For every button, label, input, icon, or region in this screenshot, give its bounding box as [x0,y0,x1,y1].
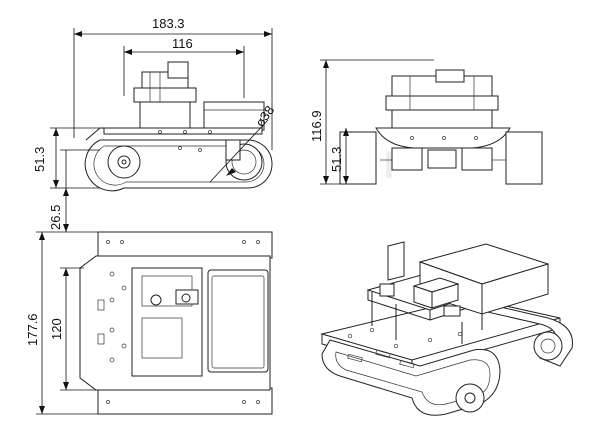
front-battery [203,101,265,131]
dim-overall-width-label: 177.6 [25,313,40,346]
dim-ground-height-side-label: 51.3 [329,147,344,172]
iso-front-wheel [455,383,485,413]
dim-overall-length-label: 183.3 [152,16,185,31]
front-view: 183.3 116 ø38 51.3 [32,16,277,232]
dim-board-length: 116 [123,36,245,98]
iso-rear-wheel [533,331,563,361]
dim-board-width-label: 120 [49,318,64,340]
dim-track-gap-label: 26.5 [48,205,63,230]
dim-ground-height-front: 51.3 [32,127,104,189]
side-connector [435,69,465,83]
isometric-view [320,241,573,416]
side-board-base [385,95,499,111]
dim-track-gap: 26.5 [48,149,100,232]
top-track-lower [97,387,273,415]
dim-overall-width: 177.6 [25,231,98,415]
front-board-base [133,87,197,103]
side-track-right [505,131,543,185]
side-motor-left [391,147,423,171]
dim-ground-height-front-label: 51.3 [32,147,47,172]
dim-overall-length: 183.3 [73,16,273,150]
dim-board-width: 120 [49,267,96,391]
top-track-upper [97,231,273,259]
dim-overall-height: 116.9 [309,59,434,185]
top-view: 177.6 120 [25,231,273,415]
dim-overall-height-label: 116.9 [309,110,324,142]
iso-vertical-module [387,241,405,281]
side-motor-right [461,147,493,171]
side-chassis-plate [375,127,511,149]
front-drive-wheel [107,145,141,179]
top-battery [207,269,269,373]
dim-ground-height-side: 51.3 [329,128,349,184]
side-view: 116.9 51.3 [309,59,543,185]
front-connector [167,61,189,79]
dim-board-length-label: 116 [172,36,193,51]
front-chassis-plate [103,127,263,135]
top-controller-board [131,267,203,377]
